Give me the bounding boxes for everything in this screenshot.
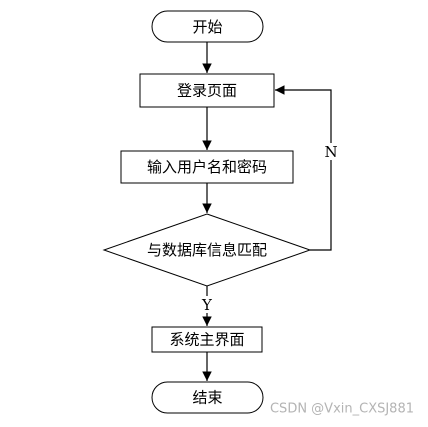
csdn-watermark: CSDN @Vxin_CXSJ881 xyxy=(270,402,414,417)
no-label: N xyxy=(324,143,337,161)
start-label: 开始 xyxy=(192,18,222,36)
end-label: 结束 xyxy=(192,389,222,407)
login-page-box xyxy=(139,73,275,108)
main-interface-label: 系统主界面 xyxy=(169,331,244,349)
yes-label: Y xyxy=(201,296,213,314)
input-credentials-label: 输入用户名和密码 xyxy=(147,158,267,176)
main-interface-box xyxy=(151,326,263,353)
login-page-label: 登录页面 xyxy=(177,82,237,100)
end-terminator xyxy=(151,381,264,414)
arrow-no-loop xyxy=(275,85,332,251)
database-check-label: 与数据库信息匹配 xyxy=(147,241,267,259)
